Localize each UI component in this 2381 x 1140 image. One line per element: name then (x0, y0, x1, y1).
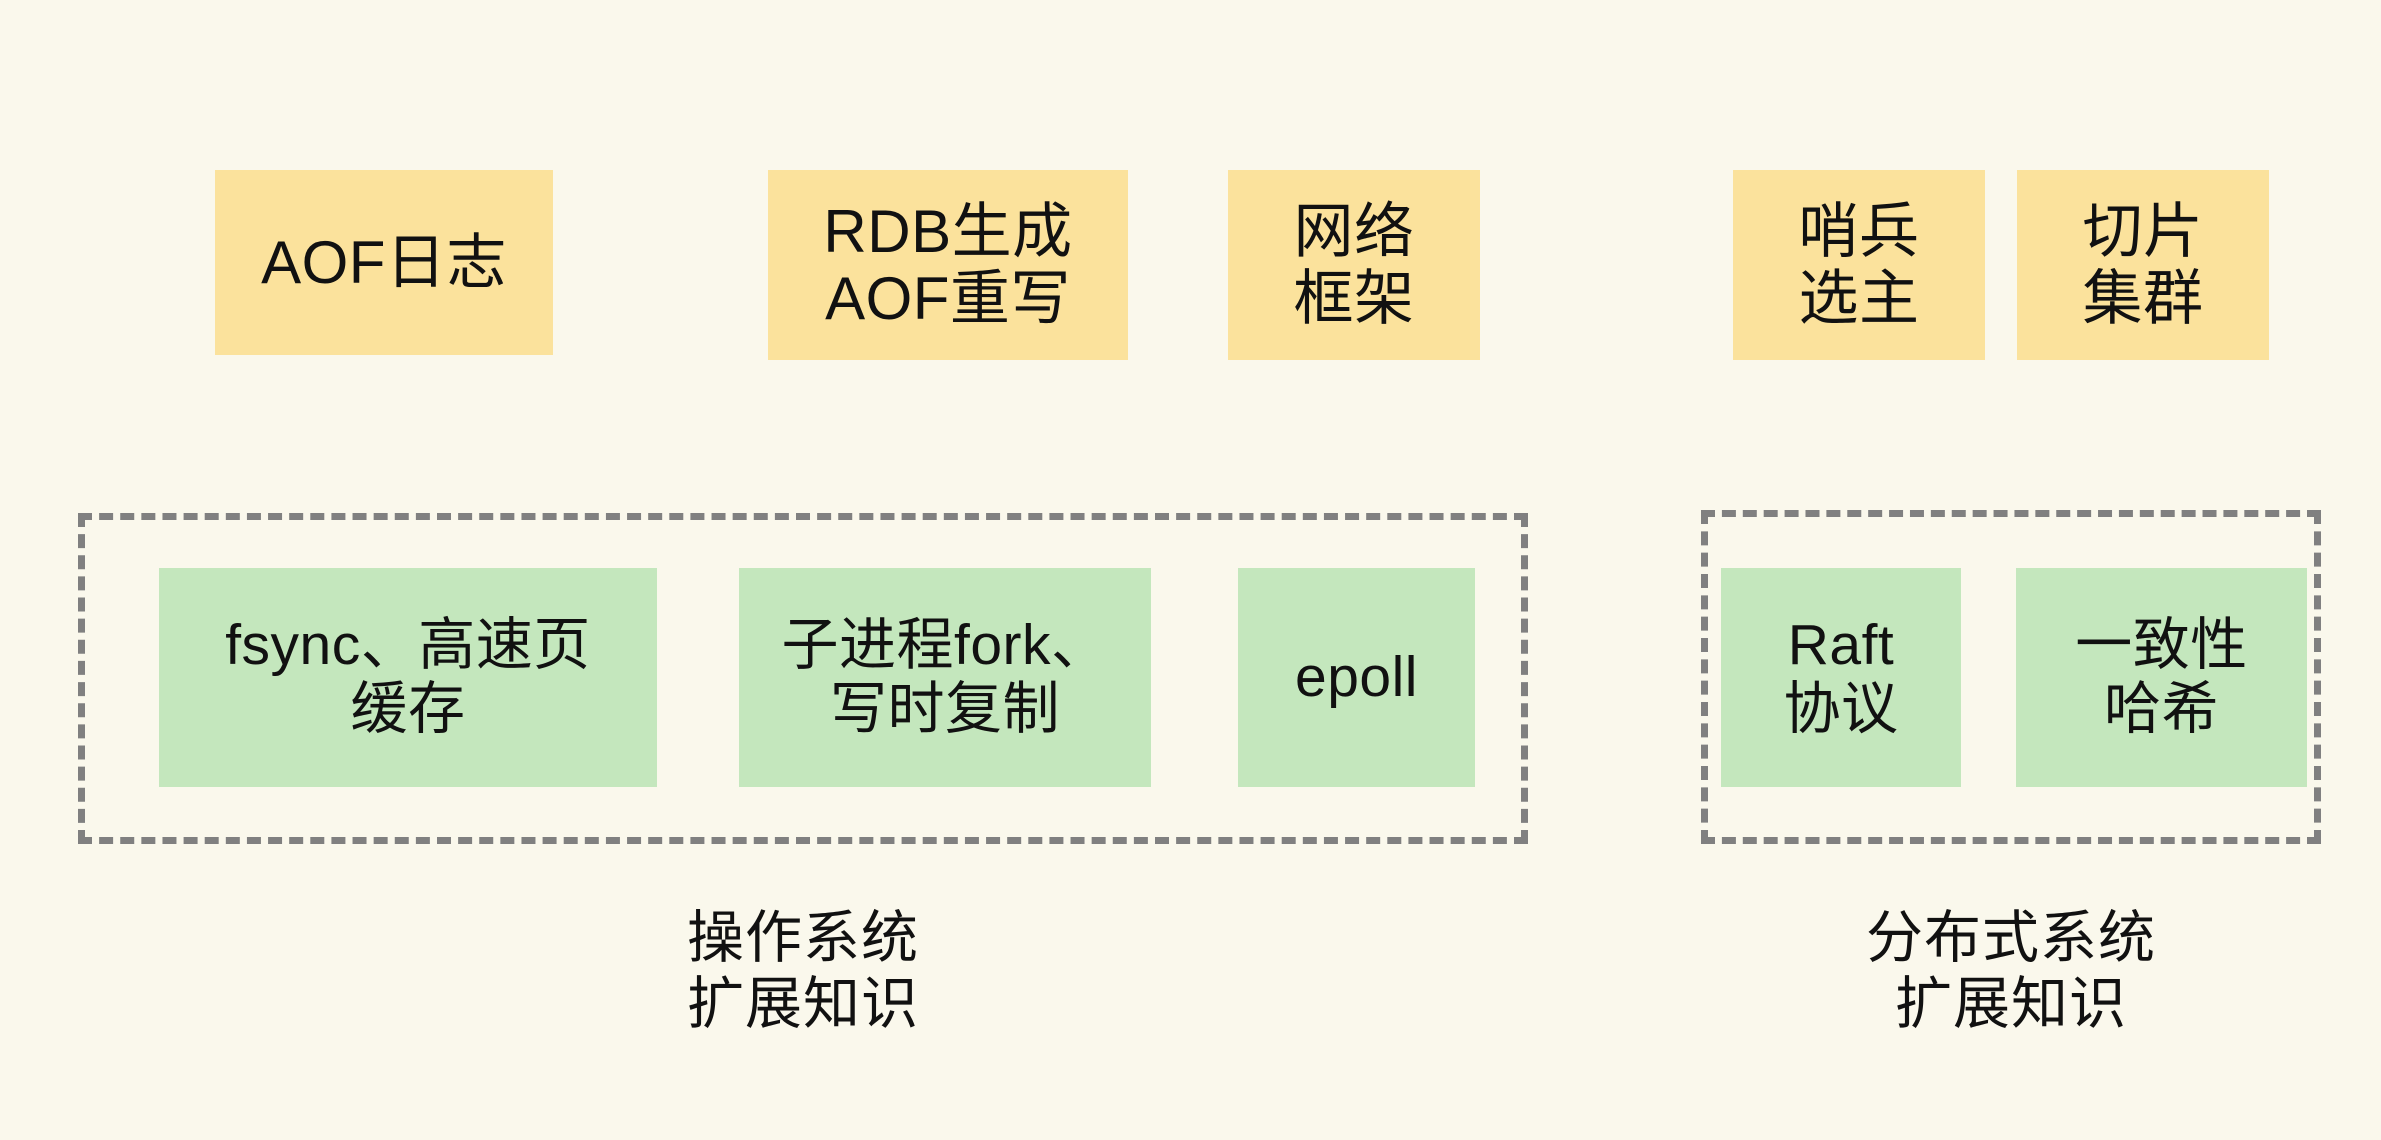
group-frame-os-knowledge (78, 513, 1528, 844)
group-frame-distributed-knowledge (1701, 510, 2321, 844)
group-caption-distributed-knowledge: 分布式系统 扩展知识 (1866, 906, 2156, 1037)
concept-box-shard-cluster: 切片 集群 (2017, 170, 2269, 360)
knowledge-box-raft-protocol: Raft 协议 (1721, 568, 1961, 787)
knowledge-box-consistent-hashing: 一致性 哈希 (2016, 568, 2307, 787)
knowledge-box-fsync-page-cache: fsync、高速页 缓存 (159, 568, 657, 787)
knowledge-box-fork-cow: 子进程fork、 写时复制 (739, 568, 1151, 787)
concept-box-rdb-aof-rewrite: RDB生成 AOF重写 (768, 170, 1128, 360)
knowledge-box-epoll: epoll (1238, 568, 1475, 787)
concept-box-network-framework: 网络 框架 (1228, 170, 1480, 360)
concept-box-sentinel-election: 哨兵 选主 (1733, 170, 1985, 360)
concept-box-aof-log: AOF日志 (215, 170, 553, 355)
group-caption-os-knowledge: 操作系统 扩展知识 (687, 906, 919, 1037)
